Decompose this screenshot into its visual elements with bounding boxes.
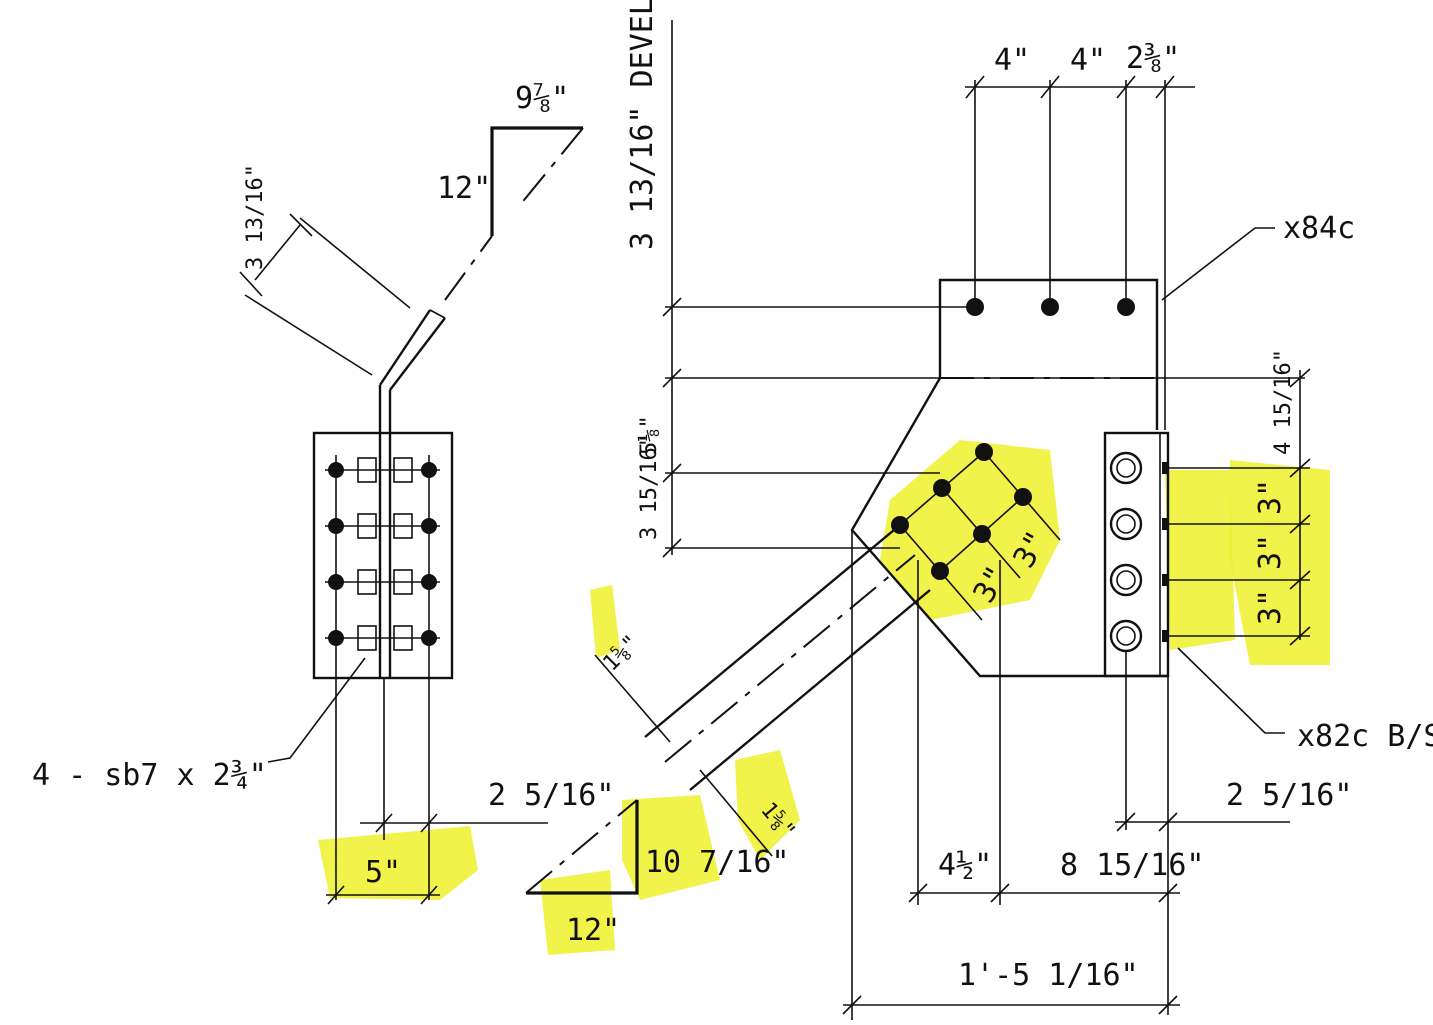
left-dim-width: 5" [365,855,401,890]
right-dim-top-1: 4" [994,43,1030,78]
brace-slope-rise: 10 7/16" [645,845,790,880]
bottom-dim-1: 4½" [938,848,992,883]
gusset-bolt-group [891,443,1061,621]
left-detail [239,126,584,905]
right-dim-edge: 2 5/16" [1226,778,1352,813]
right-dim-left-1: 5⅛" [637,415,662,455]
part-label-x82c: x82c B/S [1297,719,1433,754]
right-dim-top-3: 2⅜" [1126,41,1180,76]
left-dim-slope-run: 12" [437,171,491,206]
highlight-marks [318,440,1330,955]
right-dim-pitch-2: 3" [1253,534,1288,570]
bottom-dim-total: 1'-5 1/16" [958,958,1139,993]
left-dim-offset: 3 13/16" [243,164,268,270]
left-gusset-plate [312,431,454,680]
brace-slope-run: 12" [566,913,620,948]
part-label-x84c: x84c [1283,211,1355,246]
right-dim-total: 4 15/16" [1271,349,1296,455]
right-dim-pitch-3: 3" [1253,589,1288,625]
right-dim-pitch-1: 3" [1253,479,1288,515]
left-bolt-group [325,455,440,900]
side-bolt-group [1109,451,1169,653]
bottom-dim-2: 8 15/16" [1060,848,1205,883]
right-dim-left-2: 3 15/16" [637,434,662,540]
right-dim-top-2: 4" [1070,43,1106,78]
left-bolt-callout: 4 - sb7 x 2¾" [32,758,267,793]
developed-label: 3 13/16" DEVELOPED [625,0,660,250]
right-detail [525,20,1311,1020]
side-angle-x82c [1103,431,1170,678]
left-dim-gap: 2 5/16" [488,778,614,813]
left-dim-top: 9⅞" [515,81,569,116]
